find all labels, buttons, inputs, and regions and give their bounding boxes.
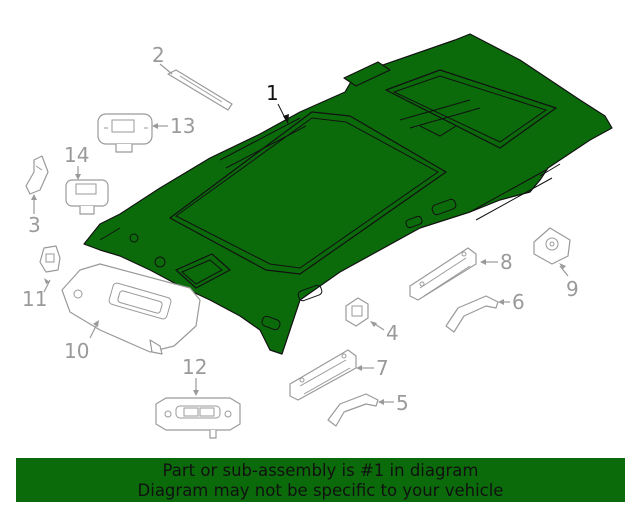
callout-1: 1	[266, 81, 289, 124]
info-banner: Part or sub-assembly is #1 in diagram Di…	[16, 458, 625, 502]
part-13-lamp[interactable]: 13	[97, 113, 195, 153]
callout-label-2: 2	[152, 43, 165, 67]
part-6-grab-handle[interactable]: 6	[445, 290, 525, 333]
callout-label-14: 14	[64, 143, 89, 167]
callout-label-7: 7	[376, 356, 389, 380]
part-5-grab-handle[interactable]: 5	[327, 391, 409, 427]
callout-label-6: 6	[512, 290, 525, 314]
banner-line-1: Part or sub-assembly is #1 in diagram	[162, 461, 479, 480]
headliner-part-1[interactable]	[83, 33, 613, 355]
callout-label-8: 8	[500, 250, 513, 274]
parts-diagram: 1 2 3 13 14	[22, 33, 613, 439]
part-4-clip[interactable]: 4	[345, 297, 399, 345]
callout-label-10: 10	[64, 339, 89, 363]
part-14-lamp[interactable]: 14	[64, 143, 109, 215]
callout-label-13: 13	[170, 114, 195, 138]
part-7-bracket[interactable]: 7	[289, 349, 389, 401]
part-8-bracket[interactable]: 8	[409, 247, 513, 301]
callout-label-4: 4	[386, 321, 399, 345]
callout-label-12: 12	[182, 355, 207, 379]
part-9-cover[interactable]: 9	[533, 227, 579, 301]
part-12-overhead-console[interactable]: 12	[155, 355, 241, 439]
part-3[interactable]: 3	[25, 155, 49, 237]
callout-label-9: 9	[566, 277, 579, 301]
callout-label-3: 3	[28, 213, 41, 237]
callout-label-11: 11	[22, 287, 47, 311]
callout-label-1: 1	[266, 81, 279, 105]
banner-line-2: Diagram may not be specific to your vehi…	[137, 481, 504, 500]
part-11-clip[interactable]: 11	[22, 245, 61, 311]
part-2[interactable]: 2	[152, 43, 233, 111]
part-10-sun-visor[interactable]: 10	[61, 263, 201, 363]
callout-label-5: 5	[396, 391, 409, 415]
